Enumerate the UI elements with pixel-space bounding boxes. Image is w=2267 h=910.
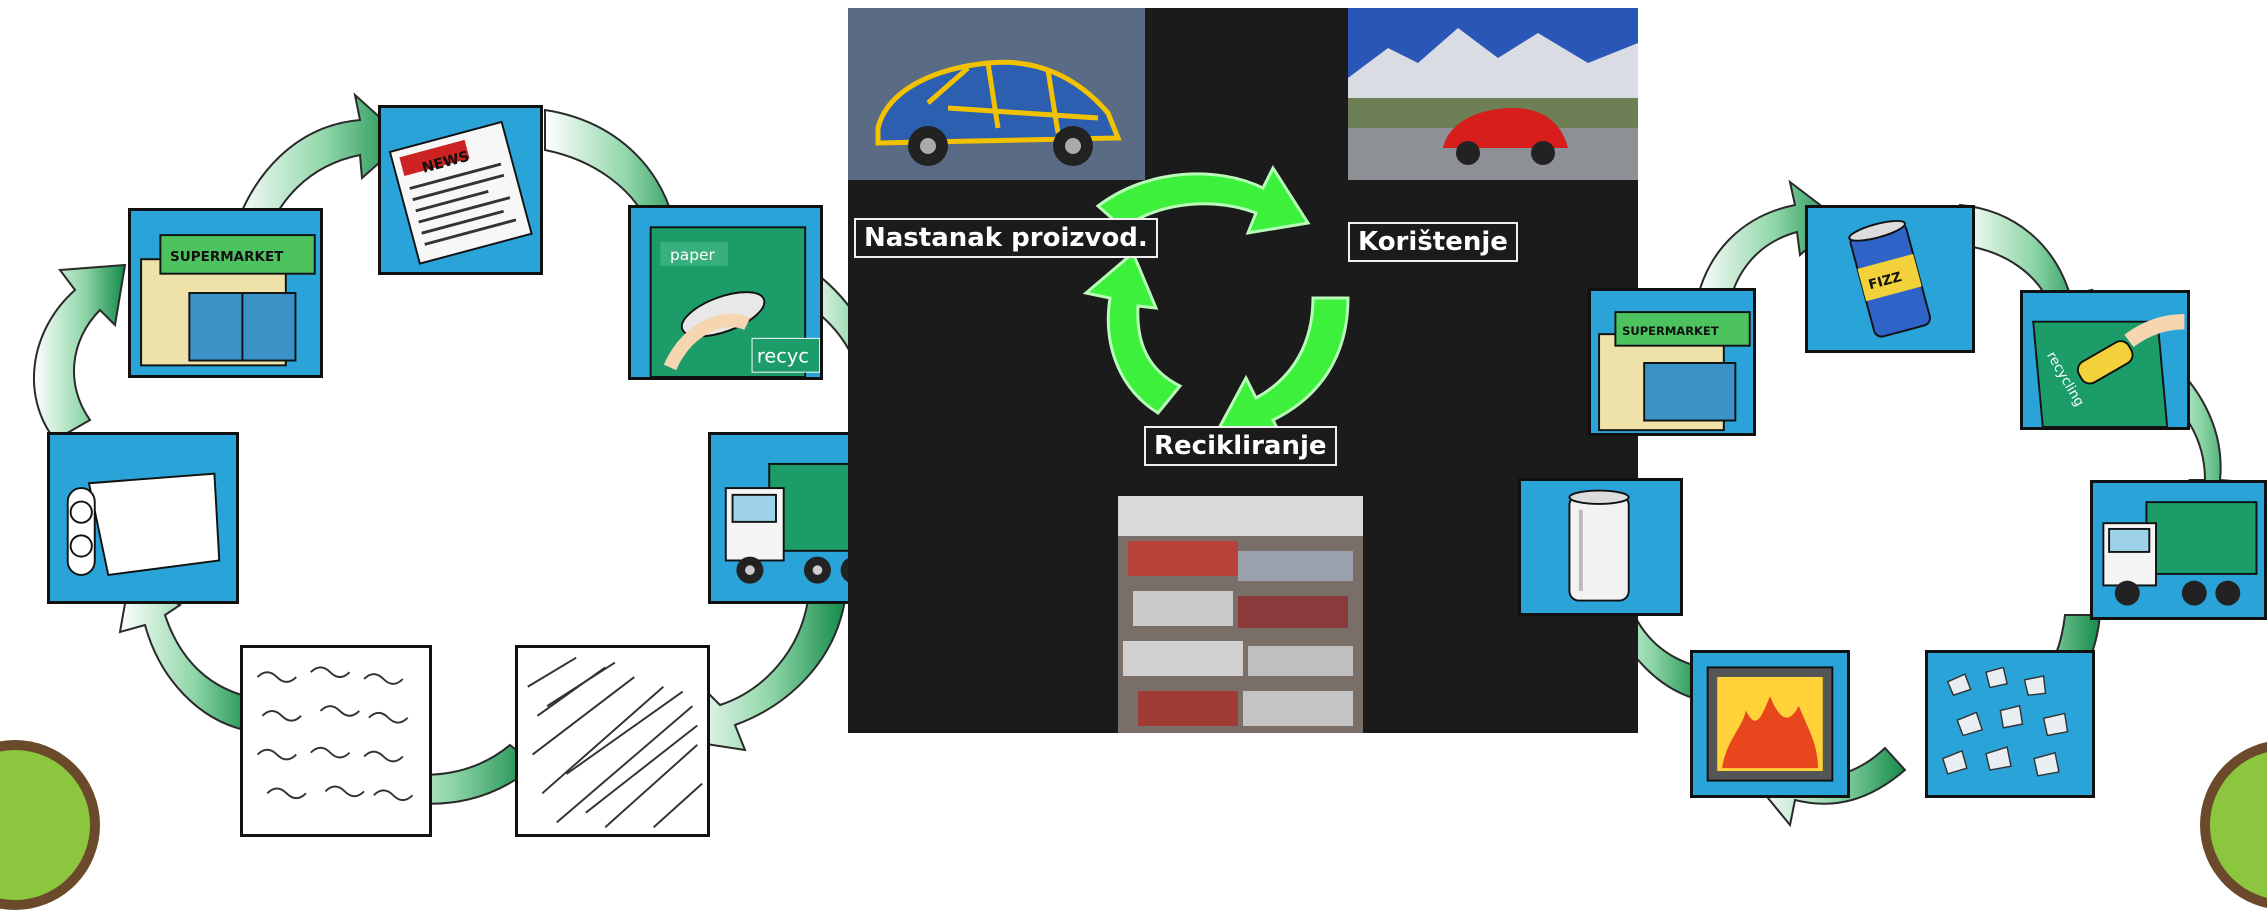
tile-truck-right <box>2090 480 2267 620</box>
arrow-right-1 <box>1693 179 1842 311</box>
photo-car-driving <box>1348 8 1638 180</box>
bin-label-paper: paper <box>670 246 716 264</box>
center-cycle-arrows <box>1082 164 1350 442</box>
photo-scrapyard <box>1118 496 1363 733</box>
tile-crushed-cans <box>1925 650 2095 798</box>
tile-can: FIZZ <box>1805 205 1975 353</box>
tile-newspaper: NEWS <box>378 105 543 275</box>
supermarket-sign-left: SUPERMARKET <box>170 249 284 265</box>
car-cycle-panel: Nastanak proizvod. Korištenje Recikliran… <box>848 8 1638 733</box>
tile-can-bin: recycling <box>2020 290 2190 430</box>
tile-shredded <box>515 645 710 837</box>
bin-sign-recyc: recyc <box>757 345 809 368</box>
supermarket-sign-right: SUPERMARKET <box>1622 324 1719 338</box>
tile-paper-bin: paper recyc <box>628 205 823 380</box>
tile-paper-roll <box>47 432 239 604</box>
tile-supermarket-left: SUPERMARKET <box>128 208 323 378</box>
tile-pulp <box>240 645 432 837</box>
center-arrow-1 <box>1095 164 1311 235</box>
stage-label-production: Nastanak proizvod. <box>854 218 1158 258</box>
arrow-left-7 <box>33 263 127 442</box>
stage-label-recycling: Recikliranje <box>1144 426 1337 466</box>
tile-furnace <box>1690 650 1850 798</box>
tile-supermarket-right: SUPERMARKET <box>1588 288 1756 436</box>
photo-car-frame <box>848 8 1145 180</box>
center-arrow-2 <box>1215 296 1350 442</box>
tile-empty-can <box>1518 478 1683 616</box>
stage-label-use: Korištenje <box>1348 222 1518 262</box>
center-arrow-3 <box>1082 250 1183 415</box>
